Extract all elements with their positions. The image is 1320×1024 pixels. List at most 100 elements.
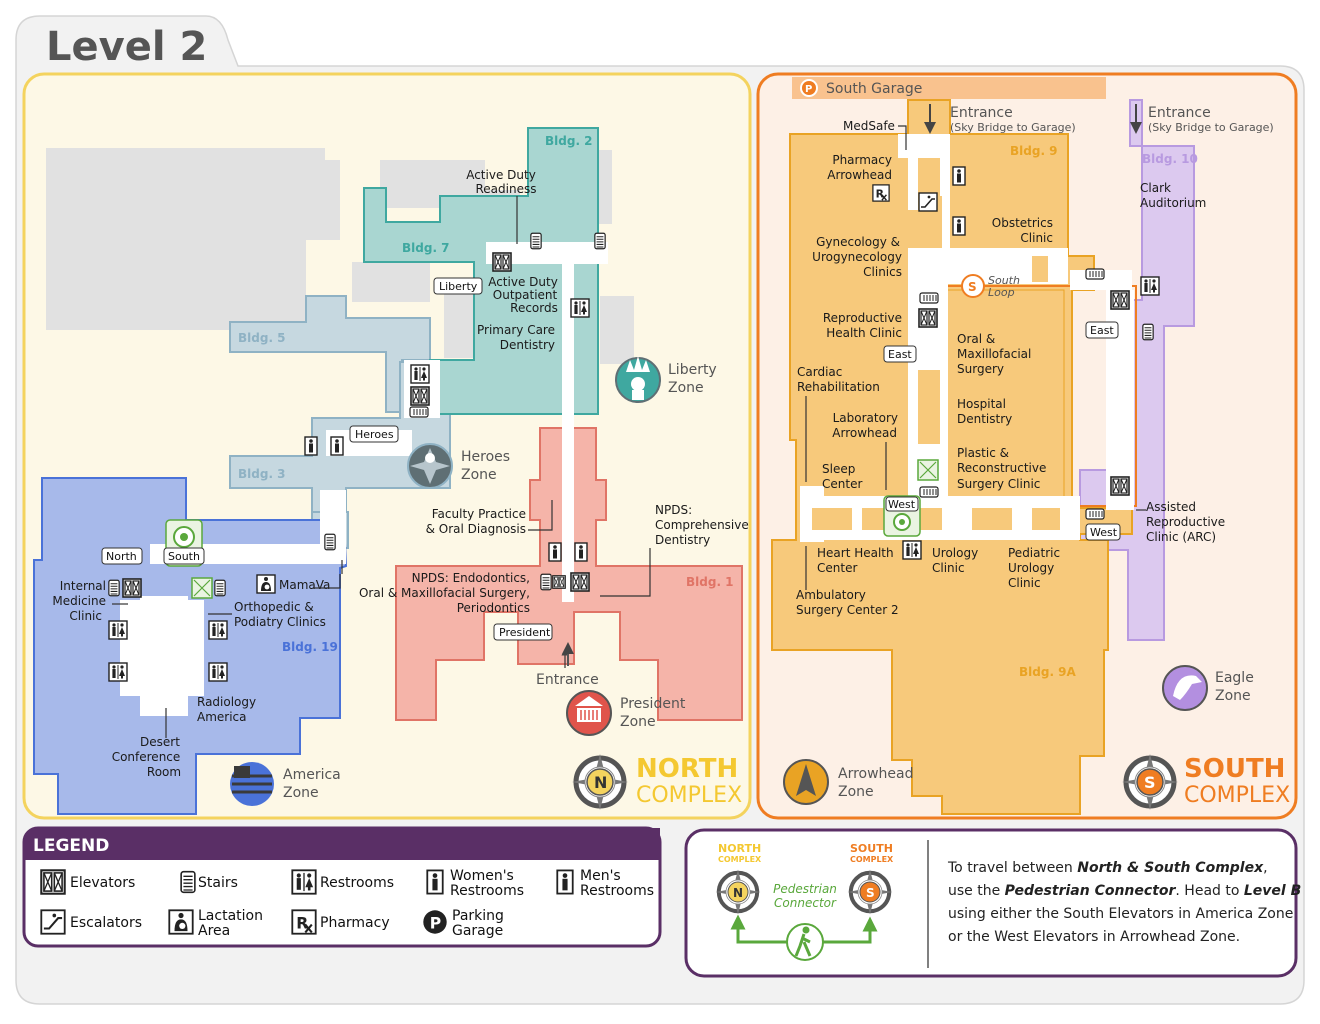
zone-icon-liberty (615, 356, 661, 403)
svg-text:N: N (594, 773, 607, 792)
tag-south: South (163, 547, 205, 565)
svg-text:To travel between North & Sout: To travel between North & South Complex, (947, 860, 1268, 876)
connector-text-segment: use the (948, 883, 1005, 899)
legend: LEGEND Elevators Stairs Restrooms Women'… (22, 826, 662, 948)
south-complex-subtitle: COMPLEX (1184, 783, 1290, 808)
connector-text-segment: . Head to (1175, 883, 1243, 899)
label-bldg-1: Bldg. 1 (686, 575, 734, 589)
legend-elevators: Elevators (70, 875, 135, 891)
legend-pharmacy-icon (291, 909, 317, 935)
connector-text-segment: Pedestrian Connector (1005, 883, 1177, 899)
connector-text-segment: North & South Complex (1077, 860, 1264, 876)
tag-heroes: Heroes (349, 425, 399, 443)
connector-south-compass-icon: S (846, 868, 894, 916)
label-bldg-7: Bldg. 7 (402, 241, 450, 255)
connector-text-segment: , (1263, 860, 1267, 876)
svg-text:West: West (1090, 526, 1118, 539)
label-bldg-10: Bldg. 10 (1142, 152, 1198, 166)
south-compass-icon: S (1122, 754, 1178, 810)
legend-stairs: Stairs (198, 875, 238, 891)
legend-womens-icon (426, 869, 444, 895)
pedestrian-icon (786, 923, 824, 961)
legend-restrooms: Restrooms (320, 875, 394, 891)
zone-icon-president (566, 690, 612, 736)
label-medsafe: MedSafe (843, 119, 895, 133)
legend-escalators-icon (40, 909, 66, 935)
south-garage-bar (792, 77, 1106, 99)
svg-text:S: S (1144, 773, 1156, 792)
south-leader-lines (805, 125, 1146, 590)
svg-text:P: P (805, 84, 812, 95)
legend-parking-icon (423, 910, 447, 934)
svg-text:S: S (968, 280, 977, 294)
legend-pharmacy: Pharmacy (320, 915, 390, 931)
tag-east-2: East (1085, 321, 1119, 339)
svg-text:South: South (168, 550, 200, 563)
north-complex-subtitle: COMPLEX (636, 783, 742, 808)
south-inner-block (945, 289, 1065, 499)
label-entrance-1: Entrance(Sky Bridge to Garage) (950, 105, 1076, 134)
page-title: Level 2 (46, 24, 207, 70)
connector-text-segment: Level B (1244, 883, 1301, 899)
legend-lactation-icon (168, 909, 194, 935)
north-complex-title: NORTH (636, 754, 738, 784)
north-compass-icon: N (572, 754, 628, 810)
south-building-labels: Bldg. 9 Bldg. 10 Bldg. 9A (1010, 144, 1198, 679)
label-orthopedic: Orthopedic &Podiatry Clinics (234, 600, 326, 629)
connector-text: To travel between North & South Complex,… (947, 860, 1301, 945)
legend-elevators-icon (40, 869, 66, 895)
tag-west-2: West (1085, 523, 1121, 541)
label-bldg-5: Bldg. 5 (238, 331, 286, 345)
south-loop-icon: S (961, 274, 985, 298)
south-entrances: Entrance(Sky Bridge to Garage) Entrance(… (924, 104, 1274, 134)
south-tags: East East West West (883, 321, 1121, 541)
tag-president: President (493, 623, 553, 641)
zone-icon-eagle (1162, 665, 1208, 711)
svg-text:East: East (1090, 324, 1114, 337)
legend-stairs-icon (180, 870, 196, 894)
zone-icon-arrowhead (783, 759, 829, 805)
label-bldg-3: Bldg. 3 (238, 467, 286, 481)
legend-mens-icon (556, 869, 574, 895)
connector-north-compass-icon: N (714, 868, 762, 916)
svg-text:Liberty: Liberty (439, 280, 478, 293)
legend-escalators: Escalators (70, 915, 142, 931)
svg-text:East: East (888, 348, 912, 361)
svg-text:N: N (733, 886, 743, 900)
zone-icon-america (230, 762, 274, 806)
legend-title: LEGEND (33, 836, 109, 856)
svg-text:use the Pedestrian Connector.: use the Pedestrian Connector. Head to Le… (948, 883, 1301, 899)
zone-icon-heroes (407, 443, 453, 489)
tag-liberty: Liberty (433, 277, 483, 295)
